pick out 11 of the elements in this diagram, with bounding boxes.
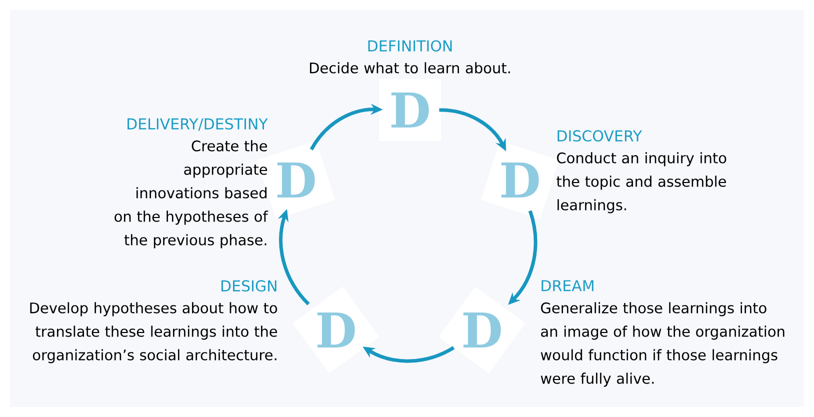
phase-description: Develop hypotheses about how to translate these learnings into the organization’s social architecture.: [30, 302, 278, 364]
phase-heading: DESIGN: [221, 280, 276, 292]
phase-description: Generalize those learnings into an image of how the organization would function if those learnings were fully alive.: [540, 302, 784, 387]
phase-description: Conduct an inquiry into the topic and assemble learnings.: [556, 152, 726, 214]
phase-description: Create the appropriate innovations based on the hypotheses of the previous phase.: [114, 140, 268, 248]
phase-heading: DELIVERY/DESTINY: [128, 118, 268, 131]
letter-square: D: [379, 79, 441, 141]
phase-heading: DEFINITION: [368, 40, 452, 52]
phase-description: Decide what to learn about.: [310, 62, 510, 74]
phase-heading: DISCOVERY: [558, 130, 642, 142]
phase-heading: DREAM: [542, 280, 594, 292]
